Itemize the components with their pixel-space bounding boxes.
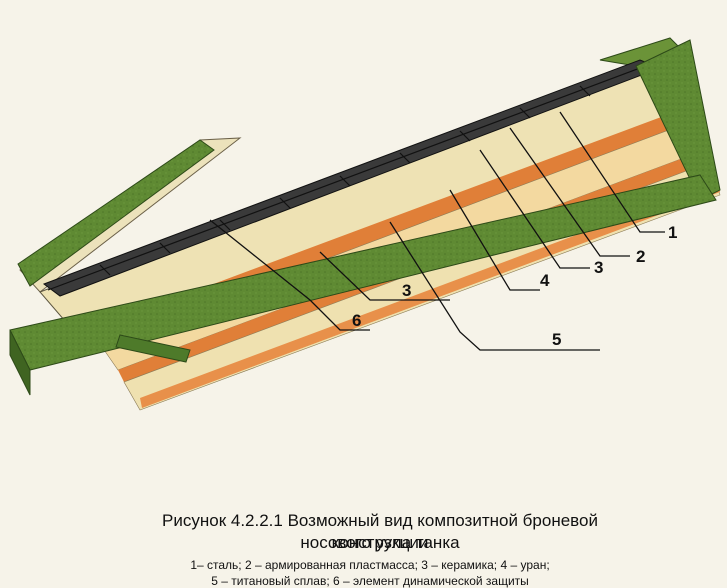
layer-uranium-3	[140, 182, 720, 408]
figure-legend-line-2: 5 – титановый сплав; 6 – элемент динамич…	[211, 574, 529, 588]
figure-caption-title: Рисунок 4.2.2.1 Возможный вид композитно…	[162, 511, 598, 552]
figure-legend-line-1: 1– сталь; 2 – армированная пластмасса; 3…	[190, 558, 550, 572]
callout-3b: 3	[402, 281, 411, 300]
callout-lines	[209, 111, 665, 351]
callout-3a: 3	[594, 258, 603, 277]
callout-2: 2	[636, 247, 645, 266]
steel-strip-lower	[115, 334, 191, 363]
era-blocks	[47, 67, 641, 291]
callout-6: 6	[352, 311, 361, 330]
steel-plate-right	[635, 39, 721, 201]
steel-plate-bottom-front	[9, 329, 31, 396]
callout-5: 5	[552, 330, 561, 349]
steel-plate-left	[17, 139, 215, 287]
figure-caption-subtitle: носового узла танка	[300, 533, 460, 552]
armor-diagram: 1 2 3 4 3 5 6	[9, 37, 721, 411]
callout-4: 4	[540, 271, 550, 290]
callout-1: 1	[668, 223, 677, 242]
